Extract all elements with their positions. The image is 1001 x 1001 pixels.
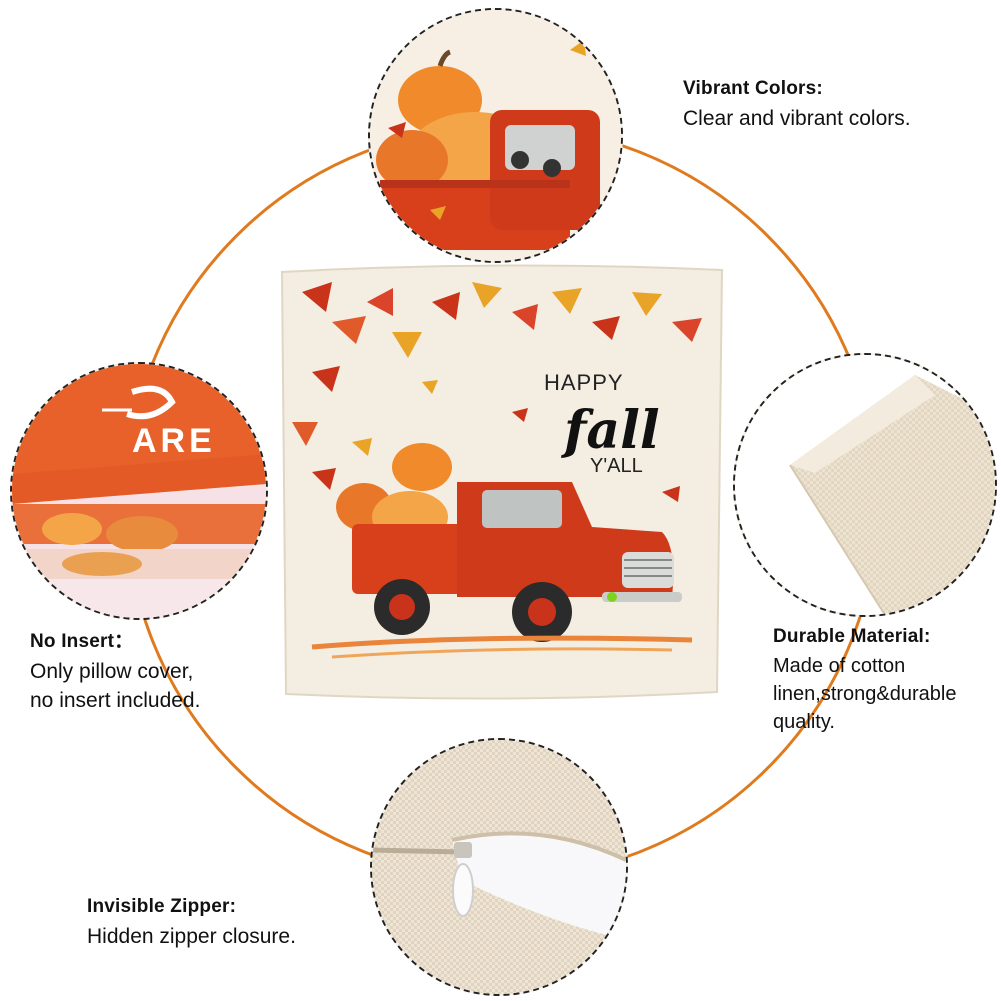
- feature-no-insert-line-1: Only pillow cover,: [30, 660, 194, 683]
- print-fold-illustration: ARE: [12, 364, 266, 618]
- zipper-illustration: [372, 740, 626, 994]
- red-truck: [352, 482, 682, 642]
- pillow-illustration: HAPPY fall Y'ALL: [280, 264, 724, 700]
- feature-durable-line-1: Made of cotton: [773, 655, 906, 677]
- linen-corner-illustration: [735, 355, 995, 615]
- pillow-greeting-fall: fall: [560, 400, 660, 461]
- feature-zipper-title: Invisible Zipper:: [87, 896, 237, 917]
- pillow-cover-image: HAPPY fall Y'ALL: [272, 262, 732, 702]
- print-fold-text: ARE: [132, 422, 216, 460]
- pillow-greeting-happy: HAPPY: [544, 370, 624, 395]
- autumn-leaves: [292, 282, 702, 502]
- detail-circle-print-fold: ARE: [10, 362, 268, 620]
- feature-no-insert-line-2: no insert included.: [30, 689, 201, 712]
- detail-circle-linen-corner: [733, 353, 997, 617]
- feature-no-insert-title: No Insert：: [30, 631, 134, 652]
- feature-zipper-line-1: Hidden zipper closure.: [87, 925, 296, 948]
- feature-no-insert: No Insert： Only pillow cover, no insert …: [30, 626, 200, 715]
- detail-circle-truck-closeup: [368, 8, 623, 263]
- detail-circle-zipper: [370, 738, 628, 996]
- feature-vibrant-title: Vibrant Colors:: [683, 78, 823, 99]
- feature-durable-title: Durable Material:: [773, 626, 931, 647]
- feature-vibrant-colors: Vibrant Colors: Clear and vibrant colors…: [683, 78, 911, 133]
- feature-invisible-zipper: Invisible Zipper: Hidden zipper closure.: [87, 896, 296, 951]
- feature-durable-line-3: quality.: [773, 711, 835, 733]
- feature-durable-material: Durable Material: Made of cotton linen,s…: [773, 626, 956, 736]
- feature-vibrant-line-1: Clear and vibrant colors.: [683, 107, 911, 130]
- pillow-greeting-yall: Y'ALL: [590, 455, 643, 477]
- feature-durable-line-2: linen,strong&durable: [773, 683, 957, 705]
- truck-closeup-illustration: [370, 10, 621, 261]
